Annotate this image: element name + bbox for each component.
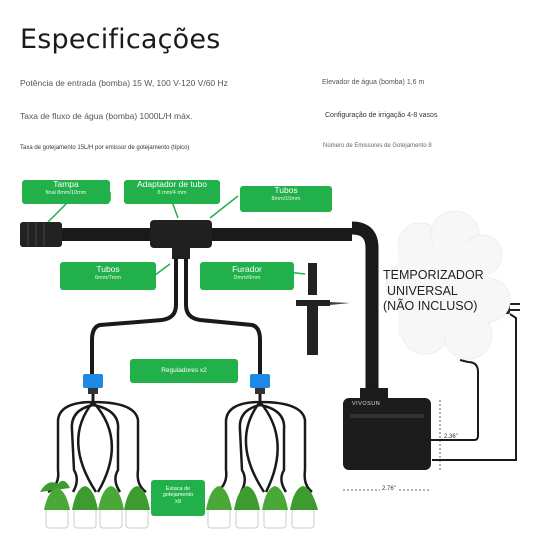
timer-label-line-1: TEMPORIZADOR bbox=[383, 268, 484, 282]
pump-brand-label: VIVOSUN bbox=[352, 401, 381, 407]
regulator-left bbox=[83, 374, 103, 394]
callout-end-cap: Tampa final 8mm/10mm bbox=[22, 179, 110, 204]
end-cap bbox=[20, 222, 62, 247]
dimension-width: 2.76" bbox=[380, 486, 398, 492]
pump bbox=[343, 388, 431, 470]
plant-pot bbox=[290, 486, 318, 529]
callout-adapter-sub: 8 mm/4 mm bbox=[157, 189, 187, 196]
spec-flow: Taxa de fluxo de água (bomba) 1000L/H má… bbox=[20, 111, 193, 121]
drip-tubes-right bbox=[215, 394, 313, 494]
feed-tubes bbox=[90, 258, 262, 378]
spec-lift: Elevador de água (bomba) 1,6 m bbox=[322, 79, 425, 86]
spec-irrigation-config: Configuração de irrigação 4-8 vasos bbox=[325, 112, 438, 119]
callout-tubes-left-title: Tubos bbox=[96, 264, 120, 274]
callout-tubes-left: Tubos 6mm/7mm bbox=[60, 262, 156, 290]
spec-drip-rate: Taxa de gotejamento 15L/H por emissor de… bbox=[20, 145, 190, 151]
tee-adapter bbox=[150, 220, 212, 259]
callout-tubes-right-sub: 8mm/10mm bbox=[271, 195, 301, 202]
plant-pot bbox=[124, 486, 150, 529]
timer-label-line-2: UNIVERSAL bbox=[387, 283, 458, 298]
callout-tubes-left-sub: 6mm/7mm bbox=[95, 274, 121, 281]
plant-pot bbox=[40, 480, 70, 529]
callout-drip-stakes-title: Estaca de gotejamento bbox=[162, 486, 194, 499]
spec-emitter-count: Número de Emissores de Gotejamento 8 bbox=[323, 143, 432, 149]
dimension-height: 2.36" bbox=[444, 434, 458, 440]
callout-tubes-right-title: Tubos bbox=[274, 185, 298, 195]
callout-drip-stakes-sub: x8 bbox=[174, 498, 182, 505]
plant-pot bbox=[234, 486, 260, 529]
page-title: Especificações bbox=[20, 24, 221, 55]
plant-pot bbox=[262, 486, 288, 529]
callout-drip-stakes: Estaca de gotejamento x8 bbox=[151, 480, 205, 516]
callout-adapter: Adaptador de tubo 8 mm/4 mm bbox=[124, 179, 220, 204]
callout-regulators-title: Reguladores x2 bbox=[161, 367, 207, 374]
callout-punch-title: Furador bbox=[232, 264, 262, 274]
timer-label-line-3: (NÃO INCLUSO) bbox=[383, 299, 478, 314]
callout-regulators: Reguladores x2 bbox=[130, 359, 238, 383]
callout-punch-sub: Dmm/6mm bbox=[233, 274, 261, 281]
plant-pot bbox=[98, 486, 124, 529]
spec-input-power: Potência de entrada (bomba) 15 W, 100 V-… bbox=[20, 78, 228, 88]
drip-tubes-left bbox=[47, 394, 147, 494]
power-cord bbox=[431, 359, 479, 441]
callout-adapter-title: Adaptador de tubo bbox=[137, 179, 207, 189]
callout-end-cap-sub: final 8mm/10mm bbox=[45, 189, 87, 196]
callout-punch: Furador Dmm/6mm bbox=[200, 262, 294, 290]
plant-pots bbox=[40, 480, 318, 529]
regulator-right bbox=[250, 374, 270, 394]
callout-end-cap-title: Tampa bbox=[53, 179, 79, 189]
cord-loop bbox=[432, 313, 517, 461]
punch-tool bbox=[296, 263, 350, 355]
callout-tubes-right: Tubos 8mm/10mm bbox=[240, 185, 332, 212]
plant-pot bbox=[72, 486, 98, 529]
timer-label: TEMPORIZADOR UNIVERSAL (NÃO INCLUSO) bbox=[383, 268, 484, 315]
timer-cloud bbox=[385, 210, 511, 360]
plant-pot bbox=[206, 486, 232, 529]
